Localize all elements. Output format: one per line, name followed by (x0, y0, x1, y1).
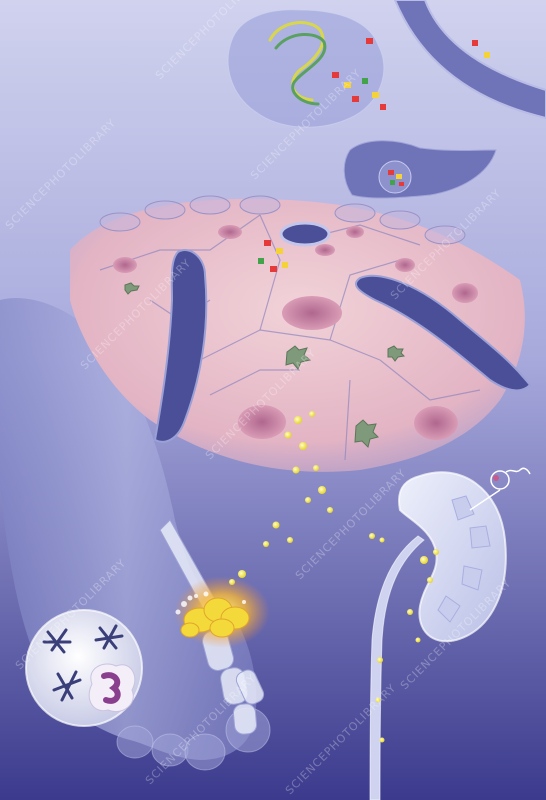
cell-nuclei (113, 225, 478, 440)
liver-purine-bubble (378, 160, 412, 194)
ureter (369, 535, 425, 800)
urate-crystals (42, 624, 124, 702)
upper-cell-layer (99, 195, 466, 245)
vessel-left (153, 249, 208, 443)
top-cell (227, 9, 385, 128)
toe-bones (159, 519, 265, 735)
dna-strand (268, 21, 327, 106)
kidney-pyramids (437, 495, 491, 623)
kupffer-cells (124, 282, 406, 448)
white-blood-cell (88, 663, 136, 712)
released-urate-dots-joint (229, 570, 246, 585)
liver-purines (388, 170, 404, 186)
kidney (398, 471, 507, 643)
vessel-cross-section (279, 221, 331, 247)
nephron (469, 467, 531, 511)
joint-crystals (175, 591, 246, 615)
intestine-wall (393, 0, 546, 120)
vessel-right (355, 274, 532, 392)
urate-deposit (180, 597, 250, 638)
uric-acid-particles (263, 411, 439, 743)
glomerulus (493, 475, 499, 481)
